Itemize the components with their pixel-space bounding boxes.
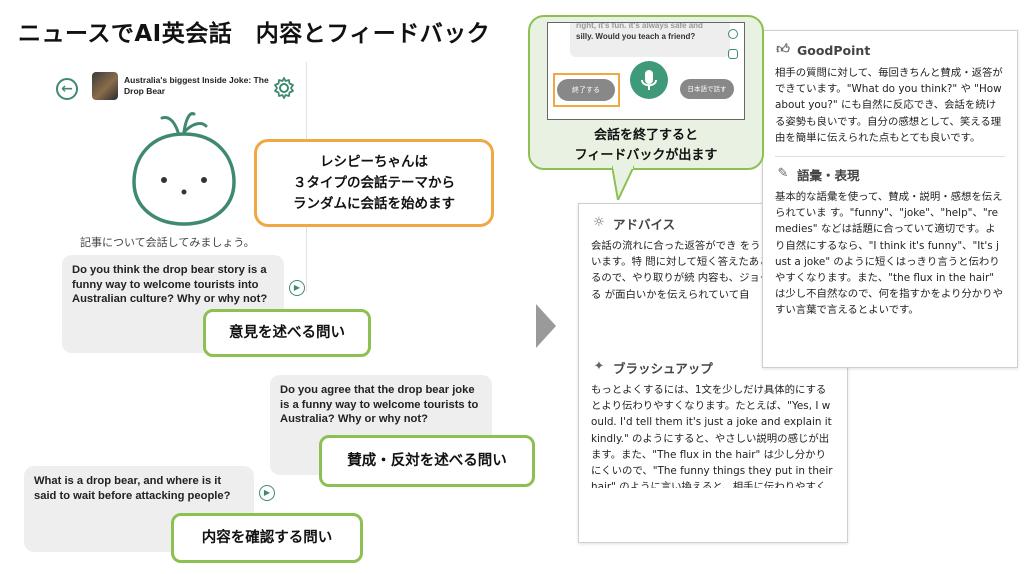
end-button[interactable]: 終了する: [557, 79, 615, 101]
advice-heading: ☼ アドバイス: [591, 212, 835, 234]
topic-callout: レシピーちゃんは ３タイプの会話テーマから ランダムに会話を始めます: [254, 139, 494, 227]
mini-chat-screen: right, it's fun. it's always safe and si…: [547, 22, 745, 120]
arrow-left-icon: ←: [61, 81, 73, 97]
vocab-heading: ✎ 語彙・表現: [775, 163, 1005, 185]
brushup-text: もっとよくするには、1文を少しだけ具体的にするとより伝わりやすくなります。たとえ…: [591, 384, 833, 488]
microphone-icon: [641, 70, 657, 90]
question-type-tag: 内容を確認する問い: [171, 513, 363, 563]
thumbs-up-icon: 👍︎: [776, 42, 790, 57]
speech-bubble-icon: ✎: [777, 166, 789, 182]
article-thumbnail: [92, 72, 118, 100]
page-title: ニュースでAI英会話 内容とフィードバック: [18, 21, 491, 47]
goodpoint-text: 相手の質問に対して、毎回きちんと賛成・返答ができています。"What do yo…: [775, 67, 1003, 144]
goodpoint-heading: 👍︎ GoodPoint: [776, 42, 871, 58]
sparkle-icon: ✦: [593, 359, 605, 374]
end-button-highlight: [553, 73, 620, 107]
article-title: Australia's biggest Inside Joke: The Dro…: [124, 75, 269, 96]
speaker-icon[interactable]: ▶: [259, 485, 275, 501]
lightbulb-icon: ☼: [593, 215, 605, 230]
mic-small-icon[interactable]: [728, 49, 738, 59]
end-conversation-caption: 会話を終了すると フィードバックが出ます: [574, 128, 718, 163]
callout-tail: [612, 166, 634, 200]
speaker-icon[interactable]: [728, 29, 738, 39]
arrow-right-icon: [536, 304, 556, 348]
back-button[interactable]: ←: [56, 78, 78, 100]
gear-icon[interactable]: [272, 76, 296, 100]
mascot-icon: [132, 112, 236, 226]
brushup-heading: ✦ ブラッシュアップ: [591, 356, 835, 378]
intro-text: 記事について会話してみましょう。: [80, 236, 255, 249]
mini-chat-bubble: right, it's fun. it's always safe and si…: [570, 23, 730, 57]
question-type-tag: 意見を述べる問い: [203, 309, 371, 357]
divider: [775, 156, 1005, 158]
vocab-text: 基本的な語彙を使って、賛成・説明・感想を伝えられていま す。"funny"、"j…: [775, 191, 1003, 317]
chat-screen: ← Australia's biggest Inside Joke: The D…: [36, 62, 308, 572]
japanese-mode-button[interactable]: 日本語で話す: [680, 79, 734, 99]
goodpoint-panel: 👍︎ GoodPoint 相手の質問に対して、毎回きちんと賛成・返答ができていま…: [762, 30, 1018, 368]
mic-button[interactable]: [630, 61, 668, 99]
question-type-tag: 賛成・反対を述べる問い: [319, 435, 535, 487]
speaker-icon[interactable]: ▶: [289, 280, 305, 296]
